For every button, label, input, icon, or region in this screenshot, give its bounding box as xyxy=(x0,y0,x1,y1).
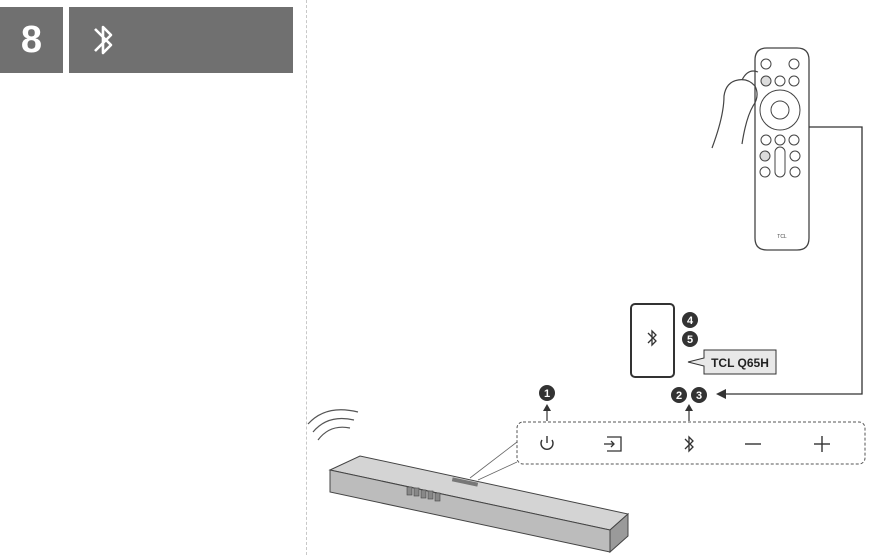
svg-text:1: 1 xyxy=(544,388,550,400)
remote-brand-label: TCL xyxy=(777,234,787,240)
soundbar-display-buttons xyxy=(406,486,441,502)
svg-text:5: 5 xyxy=(687,334,693,346)
power-icon[interactable] xyxy=(540,436,554,450)
svg-text:4: 4 xyxy=(687,315,694,327)
bluetooth-icon xyxy=(94,25,113,55)
step-number: 8 xyxy=(20,18,43,61)
wireless-signal-icon xyxy=(307,409,359,441)
control-panel xyxy=(516,421,866,465)
bluetooth-header-bar xyxy=(69,7,293,73)
step-badge-5: 5 xyxy=(682,331,698,347)
svg-text:3: 3 xyxy=(696,390,702,402)
step-badge-3: 3 xyxy=(691,387,707,403)
soundbar xyxy=(328,455,630,554)
leader-line xyxy=(477,461,518,481)
leader-line xyxy=(469,441,518,479)
source-input-icon[interactable] xyxy=(604,436,622,452)
arrow-head xyxy=(716,389,726,399)
phone-illustration xyxy=(630,303,675,378)
device-name-callout: TCL Q65H xyxy=(687,349,777,375)
step-badge-1: 1 xyxy=(539,385,555,401)
remote-connector-line xyxy=(722,126,863,395)
column-divider xyxy=(306,0,307,555)
phone-bluetooth-icon xyxy=(647,329,657,347)
hand-illustration xyxy=(711,70,759,149)
step-badge-4: 4 xyxy=(682,312,698,328)
volume-up-icon[interactable] xyxy=(814,436,830,452)
svg-text:2: 2 xyxy=(676,390,682,402)
step-number-badge: 8 xyxy=(0,7,63,73)
bluetooth-button-icon[interactable] xyxy=(684,435,694,453)
remote-control: TCL xyxy=(754,47,810,251)
step-badge-2: 2 xyxy=(671,387,687,403)
device-name-label: TCL Q65H xyxy=(711,356,769,370)
